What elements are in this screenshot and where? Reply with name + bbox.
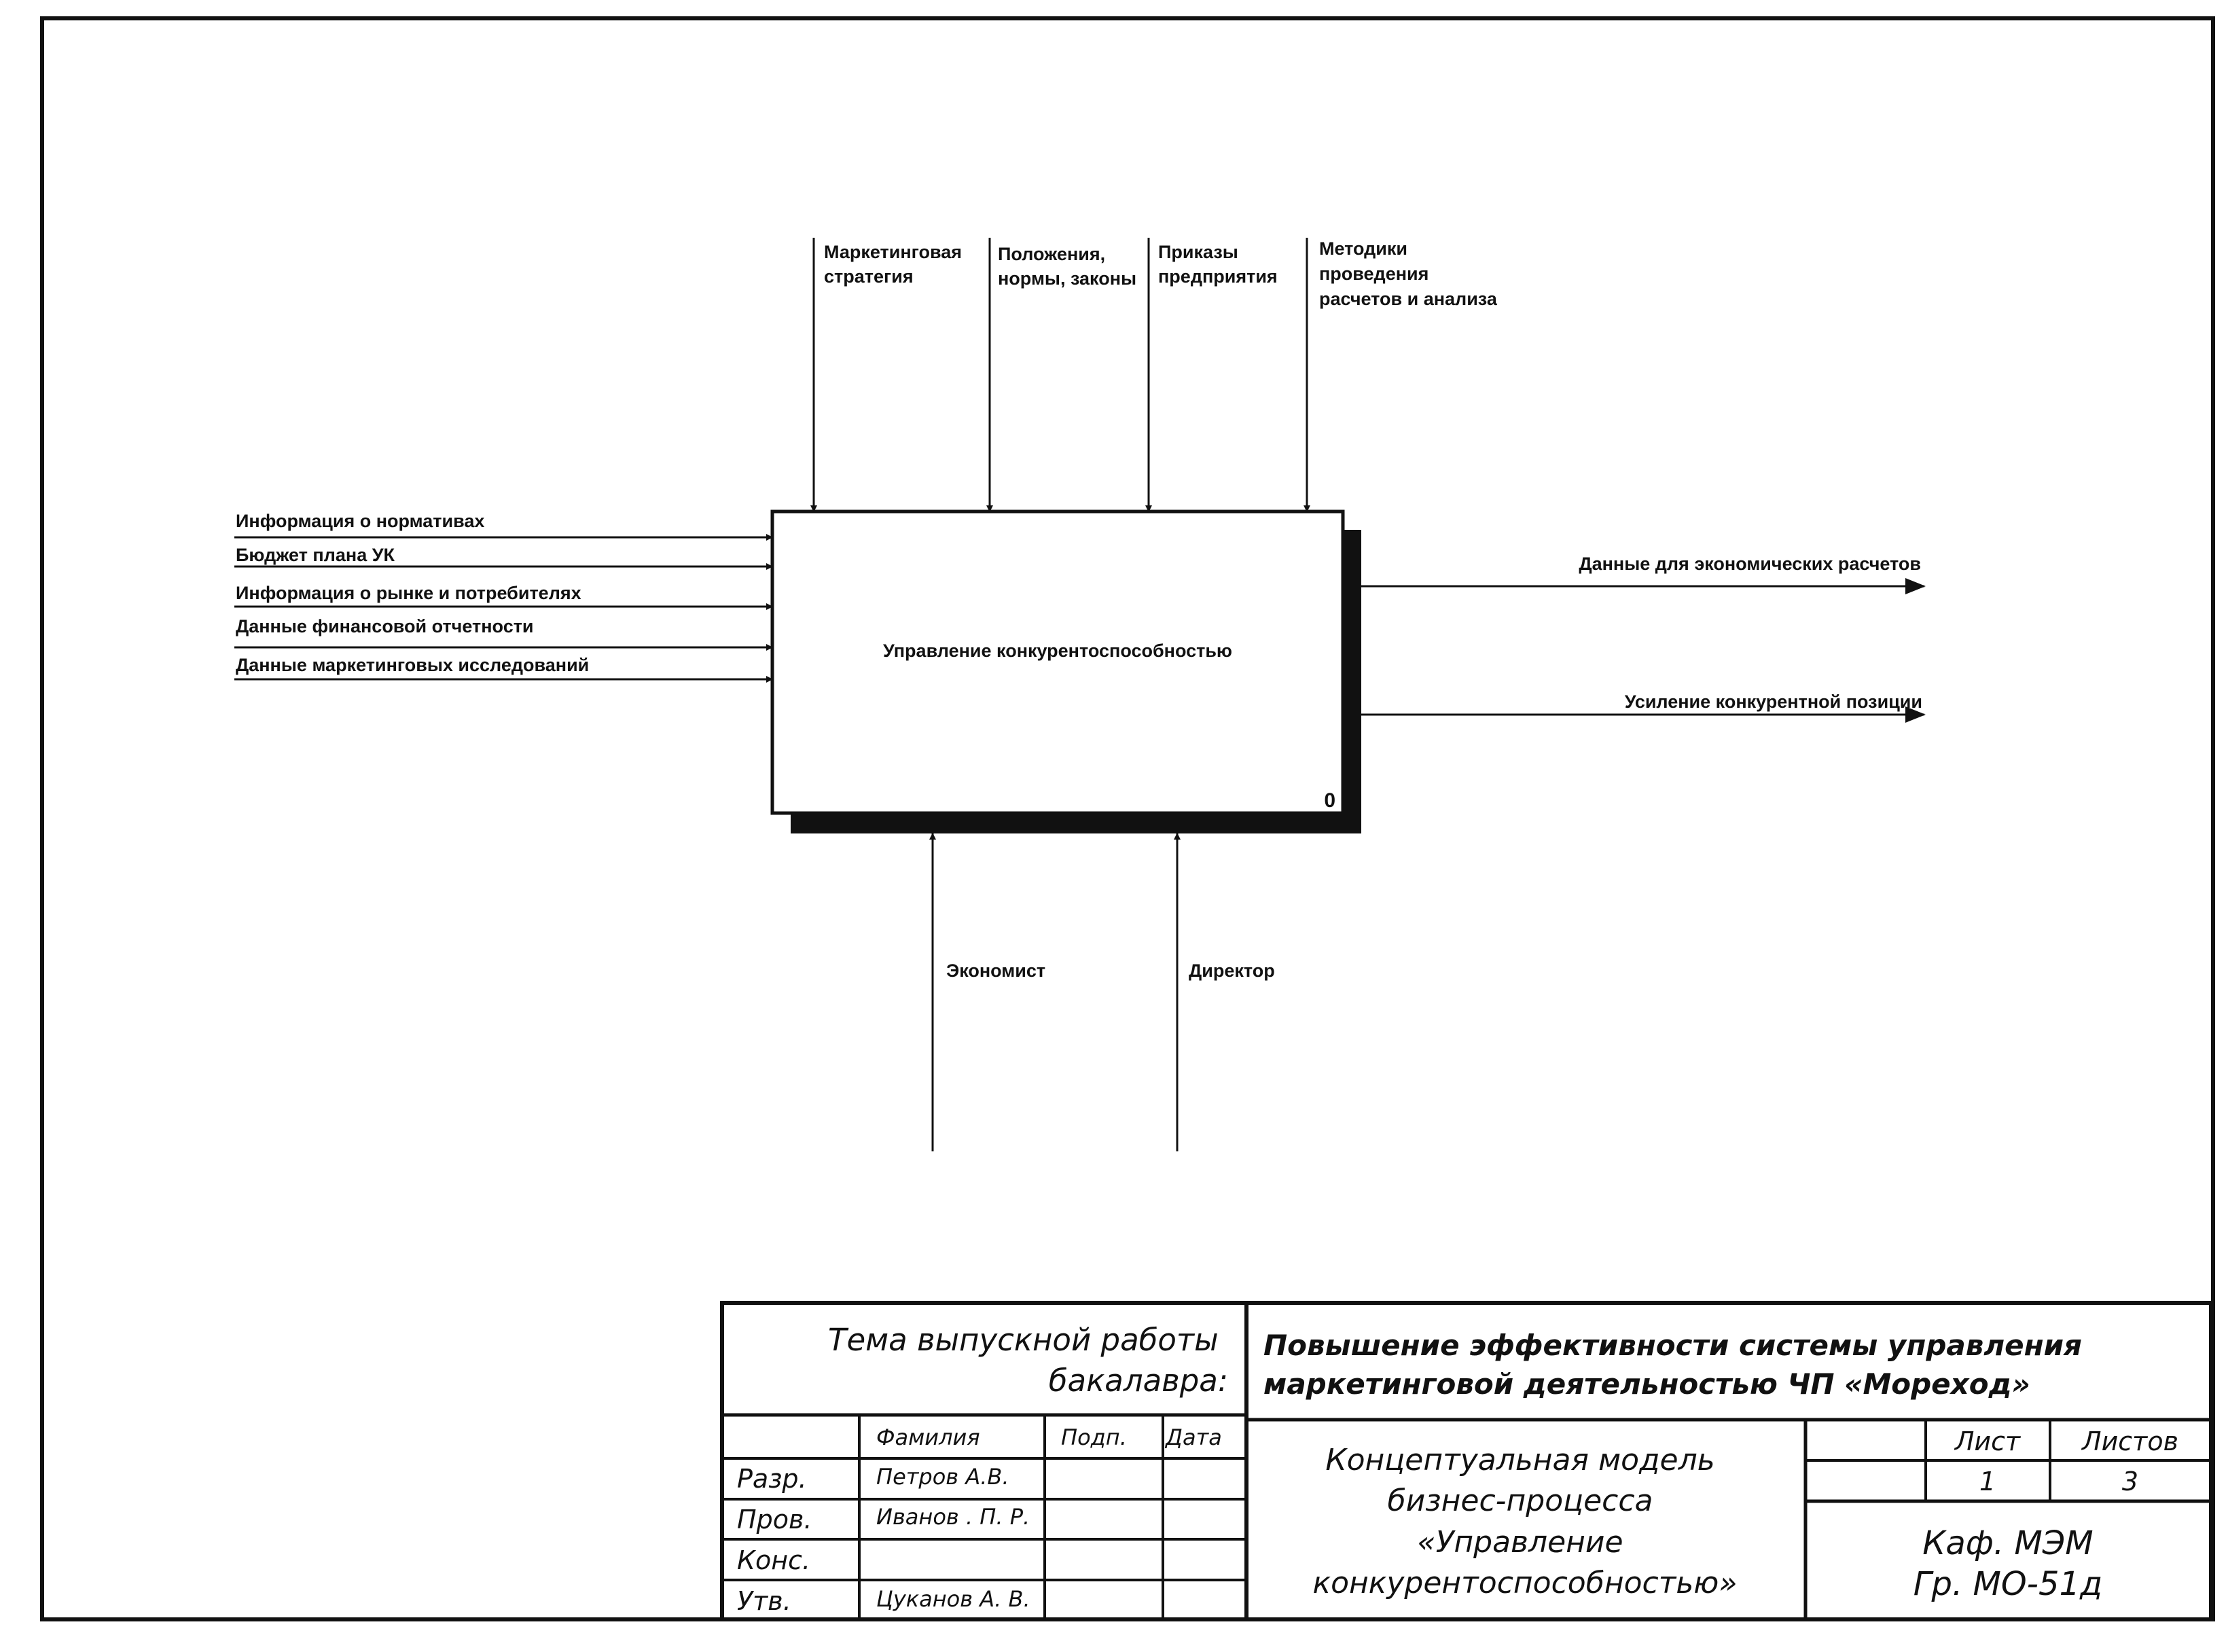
theme-title: Повышение эффективности системы управлен… — [1263, 1329, 2092, 1401]
control-label: Маркетинговая стратегия — [824, 242, 967, 287]
group: Гр. МО-51д — [1913, 1565, 2103, 1603]
sheets-count: 3 — [2122, 1467, 2138, 1496]
document-title: Концептуальная модель бизнес-процесса «У… — [1313, 1443, 1738, 1600]
row-role: Конс. — [737, 1545, 810, 1575]
function-box-title: Управление конкурентоспособностью — [883, 641, 1232, 661]
output-arrows: Данные для экономических расчетов Усилен… — [1361, 554, 1926, 723]
output-label: Усиление конкурентной позиции — [1625, 692, 1922, 712]
row-role: Утв. — [737, 1586, 791, 1616]
input-label: Данные финансовой отчетности — [236, 616, 534, 636]
title-block: Тема выпускной работы бакалавра: Повышен… — [720, 1301, 2213, 1621]
node-number: 0 — [1324, 789, 1335, 812]
row-role: Разр. — [737, 1464, 807, 1494]
theme-label: Тема выпускной работы бакалавра: — [828, 1322, 1228, 1399]
control-label: Приказы предприятия — [1158, 242, 1278, 287]
header-date: Дата — [1164, 1424, 1222, 1450]
input-label: Информация о рынке и потребителях — [236, 583, 581, 603]
function-box — [770, 509, 1345, 815]
input-arrows: Информация о нормативах Бюджет плана УК … — [234, 511, 773, 683]
sheet-number: 1 — [1979, 1467, 1996, 1496]
control-arrows: Маркетинговая стратегия Положения, нормы… — [810, 238, 1498, 512]
row-name: Петров А.В. — [876, 1464, 1009, 1490]
output-label: Данные для экономических расчетов — [1579, 554, 1921, 574]
input-label: Данные маркетинговых исследований — [236, 655, 589, 675]
control-label: Положения, нормы, законы — [998, 244, 1136, 289]
sheets-label: Листов — [2081, 1426, 2178, 1456]
mechanism-label: Директор — [1189, 960, 1275, 981]
input-label: Бюджет плана УК — [236, 545, 395, 565]
header-surname: Фамилия — [876, 1424, 980, 1450]
control-label: Методики проведения расчетов и анализа — [1319, 238, 1498, 309]
idef0-diagram: Управление конкурентоспособностью 0 Инфо… — [234, 238, 1926, 1151]
sheet-label: Лист — [1954, 1426, 2022, 1456]
department: Каф. МЭМ — [1922, 1524, 2093, 1562]
row-role: Пров. — [737, 1505, 812, 1534]
mechanism-label: Экономист — [946, 960, 1045, 981]
row-name: Цуканов А. В. — [876, 1586, 1030, 1612]
header-signature: Подп. — [1061, 1424, 1127, 1450]
input-label: Информация о нормативах — [236, 511, 484, 531]
row-name: Иванов . П. Р. — [876, 1504, 1030, 1530]
mechanism-arrows: Экономист Директор — [929, 833, 1275, 1151]
